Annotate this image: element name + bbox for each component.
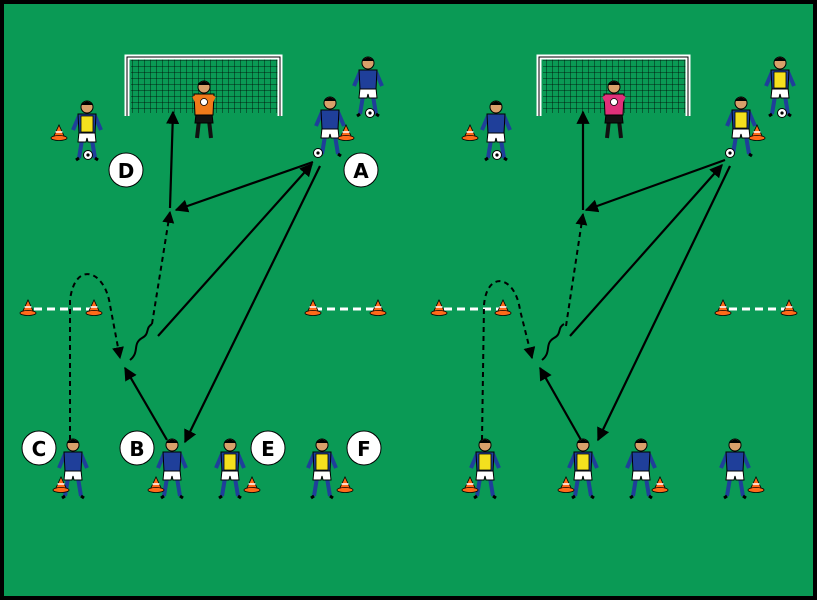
cone — [651, 476, 669, 493]
run-path-c — [69, 273, 124, 440]
label-f: F — [357, 437, 371, 461]
pass-b-to-center — [124, 366, 168, 441]
ball — [492, 150, 502, 160]
cone — [748, 124, 766, 141]
cone — [494, 299, 512, 316]
dribble-center-right — [541, 323, 565, 361]
player-label: A — [343, 152, 379, 188]
player-a-right — [725, 96, 757, 158]
ball — [365, 108, 375, 118]
player-a2-left — [352, 56, 384, 118]
run-path-c-right — [481, 280, 536, 441]
goalkeeper-right — [602, 80, 626, 139]
cone — [369, 299, 387, 316]
pass-a-to-b-right — [597, 165, 731, 442]
ball — [777, 108, 787, 118]
run-to-shot-left — [151, 210, 175, 325]
pass-runner-to-a — [157, 163, 313, 337]
pass-a-to-runner — [174, 160, 314, 213]
player-b-right — [567, 438, 599, 500]
pass-a-to-b — [184, 165, 321, 444]
cone — [19, 299, 37, 316]
cone — [430, 299, 448, 316]
ball — [83, 150, 93, 160]
player-e-left — [214, 438, 246, 500]
player-label: D — [108, 152, 144, 188]
cone — [747, 476, 765, 493]
ball — [313, 148, 323, 158]
cone — [780, 299, 798, 316]
goalkeeper-left — [192, 80, 216, 139]
dribble-center — [129, 323, 153, 361]
run-to-shot-right — [565, 212, 588, 327]
player-d-right — [480, 100, 512, 162]
player-a2-right — [764, 56, 796, 118]
player-label: F — [346, 430, 382, 466]
cone — [85, 299, 103, 316]
label-b: B — [129, 437, 144, 461]
cone — [337, 124, 355, 141]
pass-a-to-runner-right — [584, 158, 726, 213]
player-label: C — [21, 430, 57, 466]
label-a: A — [353, 159, 369, 183]
cone — [336, 476, 354, 493]
label-e: E — [261, 437, 275, 461]
player-c-right — [469, 438, 501, 500]
cone — [50, 124, 68, 141]
ball — [725, 148, 735, 158]
cone — [461, 476, 479, 493]
cone — [461, 124, 479, 141]
player-f-right — [719, 438, 751, 500]
cone — [243, 476, 261, 493]
label-c: C — [32, 437, 47, 461]
cone — [557, 476, 575, 493]
pass-runner-to-a-right — [569, 164, 723, 337]
cone — [52, 476, 70, 493]
label-d: D — [118, 159, 135, 183]
cone — [147, 476, 165, 493]
pass-b-to-center-right — [539, 366, 582, 441]
cone — [304, 299, 322, 316]
shot-left — [166, 110, 180, 209]
right-drill — [430, 54, 798, 500]
cone — [714, 299, 732, 316]
player-d-left — [71, 100, 103, 162]
player-f-left — [306, 438, 338, 500]
player-c-left — [57, 438, 89, 500]
player-label: B — [119, 430, 155, 466]
player-label: E — [250, 430, 286, 466]
player-e-right — [625, 438, 657, 500]
left-drill: D A C B E F — [19, 54, 387, 500]
player-b-left — [156, 438, 188, 500]
